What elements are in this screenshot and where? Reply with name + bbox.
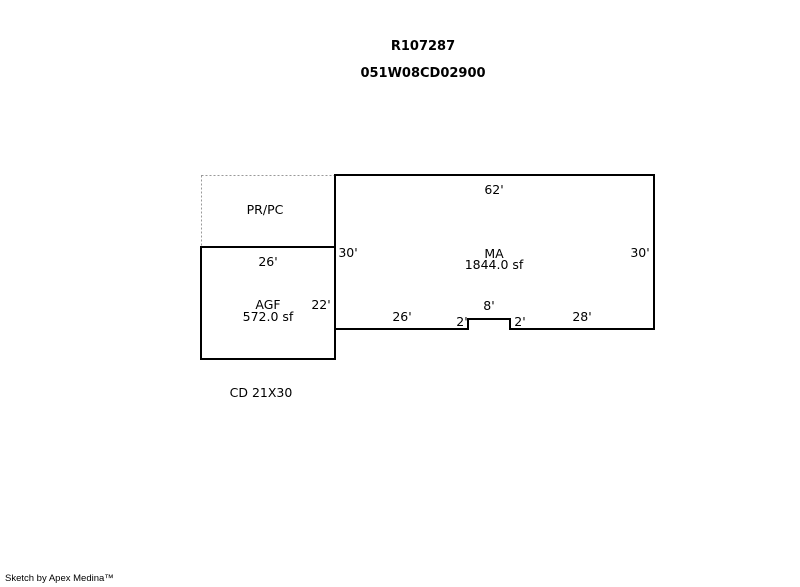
map-tax-lot: 051W08CD02900 [360,66,486,81]
ma-dim-notch-left: 2' [456,314,467,329]
cd-note: CD 21X30 [230,385,293,400]
account-id: R107287 [390,39,456,54]
ma-outline [334,174,655,330]
agf-label: AGF [255,297,280,312]
ma-dim-bottom-left: 26' [392,309,411,324]
ma-dim-bottom-right: 28' [572,309,591,324]
ma-dim-right: 30' [630,245,649,260]
agf-dim-top: 26' [258,254,277,269]
ma-dim-left: 30' [338,245,357,260]
agf-dim-side: 22' [311,297,330,312]
ma-dim-notch-right: 2' [514,314,525,329]
ma-area: 1844.0 sf [465,257,524,272]
agf-area: 572.0 sf [243,309,294,324]
pr-pc-label: PR/PC [247,202,284,217]
ma-dim-notch-top: 8' [483,298,494,313]
ma-label: MA [484,246,504,261]
sketch-credit: Sketch by Apex Medina™ [5,573,114,584]
ma-dim-top: 62' [484,182,503,197]
